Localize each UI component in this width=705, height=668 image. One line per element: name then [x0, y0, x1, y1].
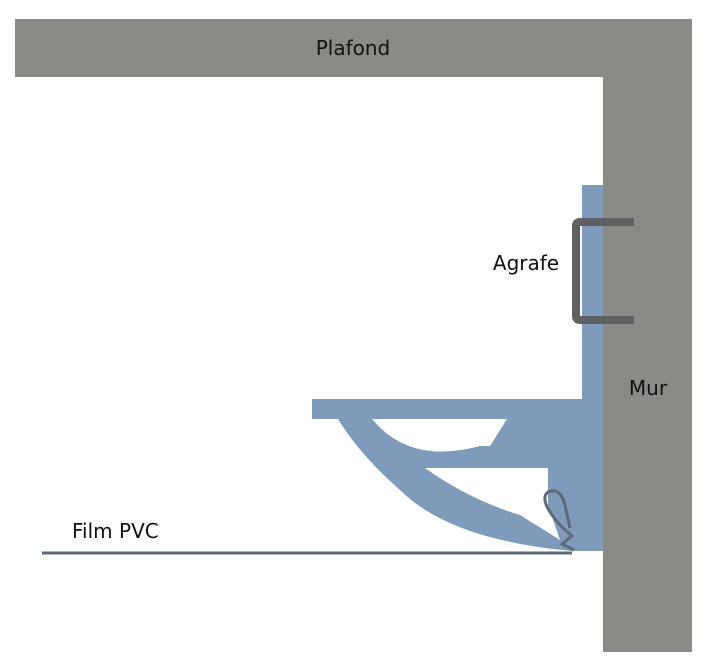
aluminium-profile: [312, 185, 603, 551]
harpoon-loop: [543, 489, 572, 529]
ceiling-label: Plafond: [316, 36, 391, 60]
profile-gusset: [505, 419, 603, 446]
clip-label: Agrafe: [493, 251, 559, 275]
wall-label: Mur: [629, 376, 668, 400]
harpoon-keder: [543, 489, 575, 552]
profile-hook-lip: [580, 460, 603, 551]
harpoon-zigzag: [558, 523, 575, 552]
profile-top-arm: [312, 399, 603, 419]
ceiling-slab: [15, 19, 692, 77]
wall: [603, 19, 692, 652]
profile-curved-housing: [338, 419, 603, 551]
clip-bracket: [572, 218, 634, 324]
profile-vertical-flange: [582, 185, 603, 420]
film-label: Film PVC: [72, 519, 159, 543]
